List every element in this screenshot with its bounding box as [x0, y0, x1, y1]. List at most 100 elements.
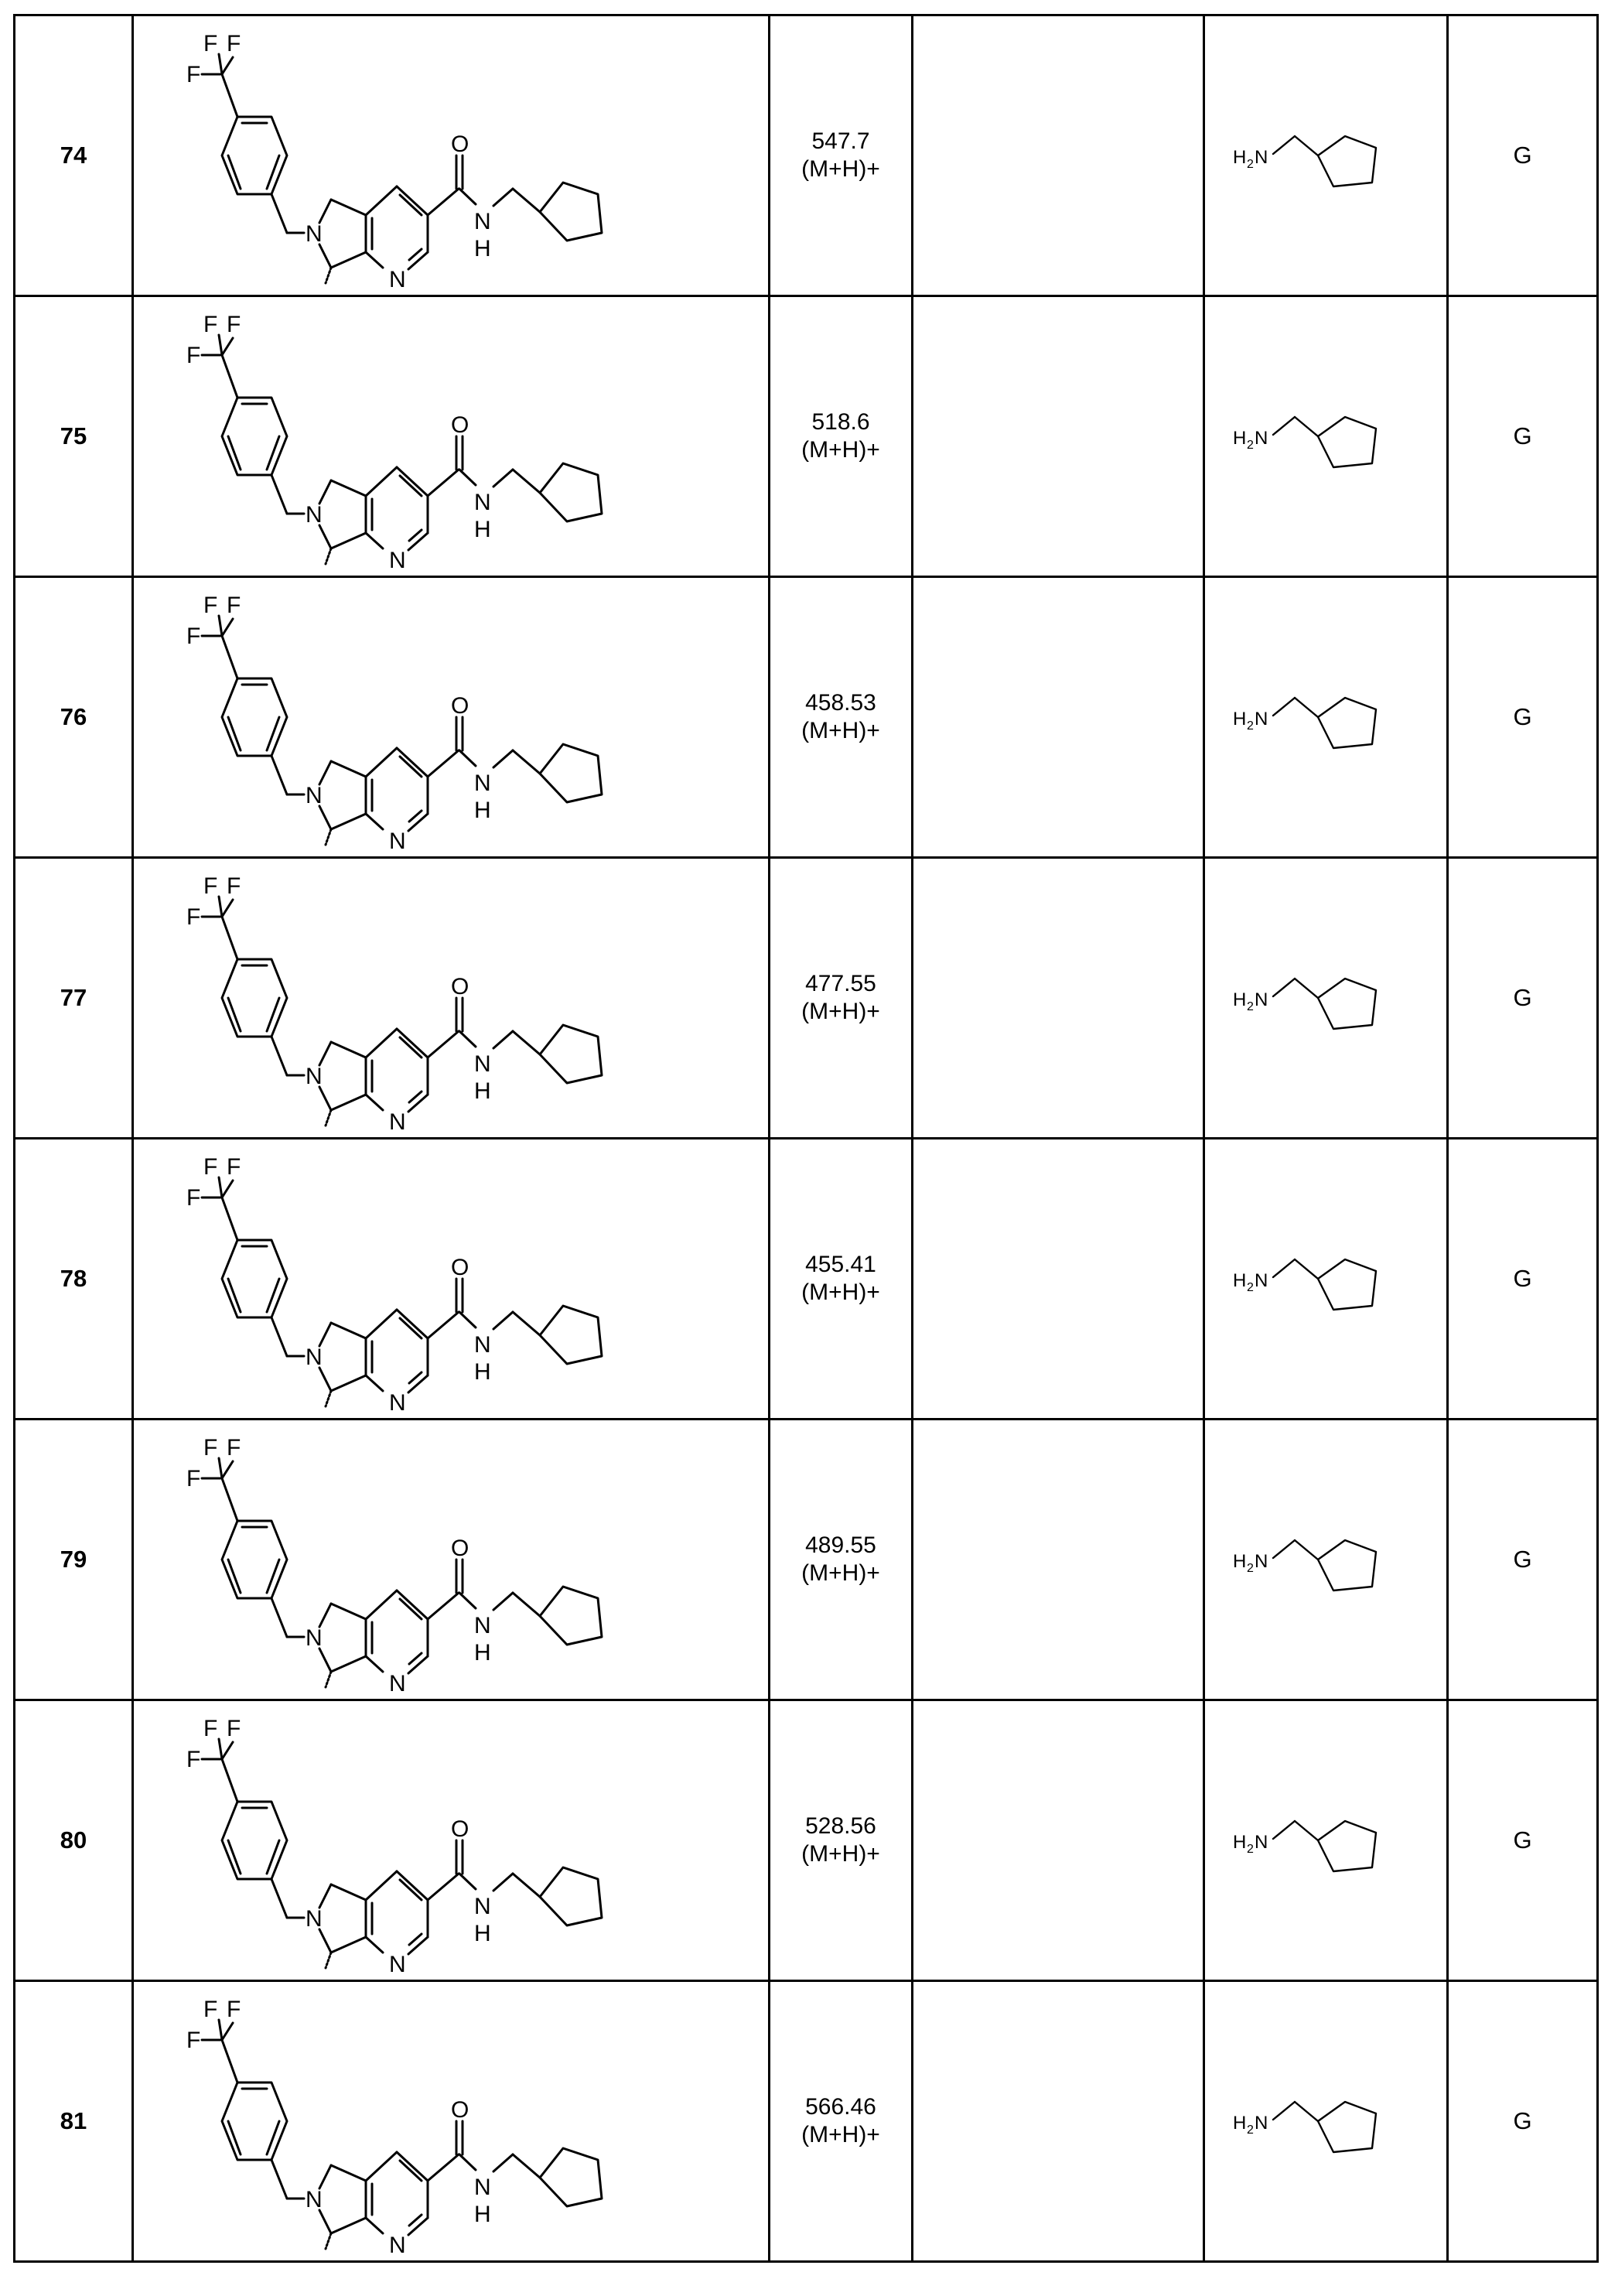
svg-text:N: N	[474, 770, 491, 796]
svg-text:F: F	[186, 1466, 200, 1491]
svg-text:F: F	[227, 1716, 241, 1741]
svg-text:F: F	[203, 1716, 217, 1741]
method-cell: G	[1446, 856, 1599, 1139]
svg-text:N: N	[389, 1671, 406, 1695]
empty-cell	[911, 1418, 1205, 1701]
svg-text:N: N	[474, 1894, 491, 1919]
svg-text:N: N	[1255, 1551, 1268, 1572]
method-cell: G	[1446, 1137, 1599, 1420]
table-row: 76 F F F N	[13, 576, 1599, 859]
svg-text:O: O	[451, 1255, 469, 1280]
svg-text:2: 2	[1247, 439, 1254, 452]
svg-text:N: N	[1255, 1832, 1268, 1853]
svg-text:H: H	[1233, 428, 1246, 449]
empty-cell	[911, 1699, 1205, 1982]
example-number-cell: 75	[13, 295, 134, 578]
svg-text:N: N	[306, 1906, 323, 1932]
svg-text:O: O	[451, 693, 469, 719]
structure-cell: F F F N	[131, 295, 770, 578]
svg-text:F: F	[227, 31, 241, 56]
svg-text:N: N	[306, 1064, 323, 1089]
reagent-cell: H 2 N	[1203, 1699, 1449, 1982]
reagent-structure-image: H 2 N	[1233, 1258, 1378, 1311]
method-code: G	[1513, 1826, 1532, 1854]
svg-text:N: N	[1255, 989, 1268, 1010]
method-code: G	[1513, 422, 1532, 449]
svg-text:F: F	[186, 2028, 200, 2053]
table-row: 74 F F F N	[13, 14, 1599, 297]
example-number: 80	[60, 1826, 87, 1854]
svg-text:N: N	[1255, 428, 1268, 449]
svg-text:2: 2	[1247, 1843, 1254, 1856]
ms-value: 458.53	[805, 690, 876, 716]
svg-text:O: O	[451, 412, 469, 438]
method-cell: G	[1446, 576, 1599, 859]
structure-cell: F F F N	[131, 1699, 770, 1982]
svg-text:O: O	[451, 974, 469, 999]
svg-text:N: N	[306, 221, 323, 247]
table-row: 81 F F F N	[13, 1980, 1599, 2263]
ms-ion: (M+H)+	[801, 999, 880, 1024]
ms-ion: (M+H)+	[801, 1560, 880, 1586]
method-code: G	[1513, 1265, 1532, 1292]
reagent-structure-image: H 2 N	[1233, 1539, 1378, 1592]
compound-structure-image: F F F N	[186, 873, 603, 1133]
reagent-cell: H 2 N	[1203, 576, 1449, 859]
svg-text:H: H	[474, 236, 491, 261]
compound-table: 74 F F F N	[13, 14, 1599, 2263]
svg-text:N: N	[306, 1625, 323, 1651]
table-row: 77 F F F N	[13, 856, 1599, 1139]
reagent-structure-image: H 2 N	[1233, 2100, 1378, 2154]
svg-text:N: N	[306, 502, 323, 528]
ms-cell: 489.55 (M+H)+	[768, 1418, 913, 1701]
svg-text:N: N	[474, 1051, 491, 1077]
example-number-cell: 76	[13, 576, 134, 859]
table-row: 80 F F F N	[13, 1699, 1599, 1982]
svg-text:F: F	[203, 31, 217, 56]
svg-text:F: F	[227, 1154, 241, 1180]
reagent-cell: H 2 N	[1203, 14, 1449, 297]
ms-value: 518.6	[811, 409, 870, 435]
svg-text:2: 2	[1247, 719, 1254, 733]
structure-cell: F F F N	[131, 1418, 770, 1701]
table-row: 78 F F F N	[13, 1137, 1599, 1420]
svg-text:H: H	[1233, 709, 1246, 729]
svg-text:F: F	[203, 873, 217, 899]
svg-text:2: 2	[1247, 2123, 1254, 2137]
svg-text:H: H	[474, 2202, 491, 2227]
example-number-cell: 79	[13, 1418, 134, 1701]
svg-text:O: O	[451, 132, 469, 157]
reagent-cell: H 2 N	[1203, 1418, 1449, 1701]
svg-text:N: N	[389, 1109, 406, 1133]
example-number: 75	[60, 422, 87, 449]
reagent-structure-image: H 2 N	[1233, 415, 1378, 469]
svg-text:2: 2	[1247, 1000, 1254, 1013]
reagent-cell: H 2 N	[1203, 856, 1449, 1139]
ms-cell: 477.55 (M+H)+	[768, 856, 913, 1139]
svg-text:H: H	[1233, 1270, 1246, 1291]
svg-text:N: N	[306, 2187, 323, 2212]
svg-text:N: N	[389, 2233, 406, 2257]
svg-text:N: N	[1255, 147, 1268, 168]
empty-cell	[911, 576, 1205, 859]
ms-ion: (M+H)+	[801, 156, 880, 182]
svg-text:H: H	[474, 1359, 491, 1385]
svg-text:H: H	[474, 1921, 491, 1946]
svg-text:H: H	[474, 1640, 491, 1666]
svg-text:O: O	[451, 1536, 469, 1561]
svg-text:N: N	[389, 1390, 406, 1414]
method-code: G	[1513, 984, 1532, 1011]
svg-text:N: N	[1255, 1270, 1268, 1291]
example-number: 76	[60, 703, 87, 730]
ms-value: 477.55	[805, 971, 876, 996]
svg-text:F: F	[203, 1997, 217, 2022]
compound-structure-image: F F F N	[186, 312, 603, 572]
ms-value: 455.41	[805, 1252, 876, 1277]
example-number: 79	[60, 1546, 87, 1573]
empty-cell	[911, 856, 1205, 1139]
svg-text:N: N	[474, 1613, 491, 1638]
example-number-cell: 81	[13, 1980, 134, 2263]
example-number: 77	[60, 984, 87, 1011]
compound-structure-image: F F F N	[186, 31, 603, 291]
svg-text:F: F	[227, 873, 241, 899]
